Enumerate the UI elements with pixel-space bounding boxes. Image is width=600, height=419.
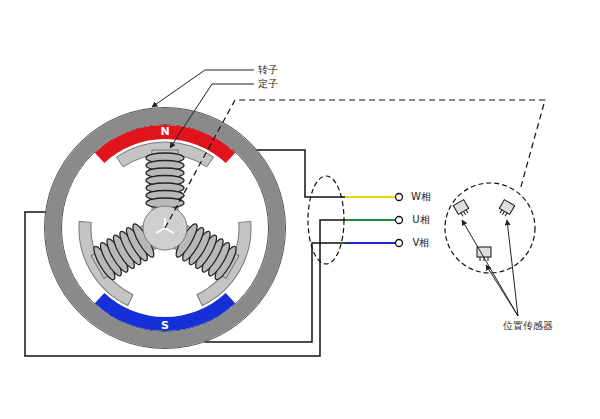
hub-mark [156,228,165,233]
terminals [396,194,403,247]
phase-label: U相 [412,215,429,225]
v-wire [345,242,395,244]
sensor-ring [445,183,535,273]
sensor-leaders [462,220,518,316]
part-leaders [152,70,254,148]
phase-label: W相 [411,192,431,202]
sensor-link [165,100,545,228]
phase-label: V相 [413,238,430,248]
stator-arm [116,142,213,210]
part-name: 定子 [258,79,278,89]
pole-mark: N [160,126,169,137]
w-wire [345,196,395,198]
pole-mark: S [161,320,169,331]
wire-bundle [308,176,344,264]
part-name: 转子 [258,65,278,75]
part-name: 位置传感器 [503,321,553,331]
hub-mark [165,228,174,233]
hall-sensors [453,200,514,261]
u-wire [345,219,395,221]
